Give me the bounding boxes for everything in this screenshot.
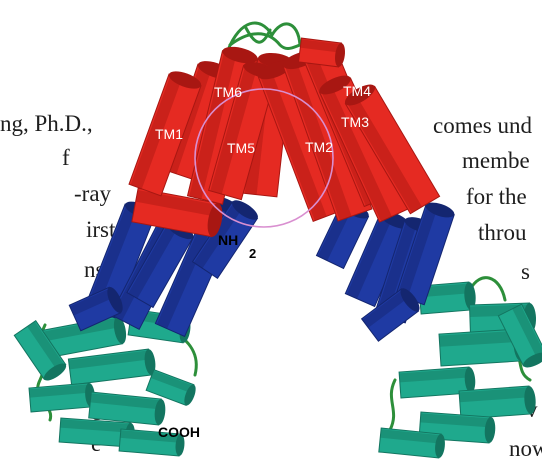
label-n-terminus: NH	[218, 232, 238, 248]
helix-cylinder	[68, 348, 156, 384]
helix-cylinder	[459, 386, 537, 419]
helix-cylinders	[14, 38, 542, 458]
label-tm1: TM1	[155, 126, 183, 142]
label-tm5: TM5	[227, 140, 255, 156]
helix-cylinder	[29, 383, 96, 412]
loop-strand	[228, 23, 300, 50]
label-tm6: TM6	[214, 84, 242, 100]
label-tm2: TM2	[305, 139, 333, 155]
helix-cylinder	[299, 38, 347, 67]
label-tm3: TM3	[341, 114, 369, 130]
label-n-terminus-subscript: 2	[249, 246, 256, 261]
label-c-terminus: COOH	[158, 424, 200, 440]
label-tm4: TM4	[343, 83, 371, 99]
loop-strand	[390, 380, 395, 430]
